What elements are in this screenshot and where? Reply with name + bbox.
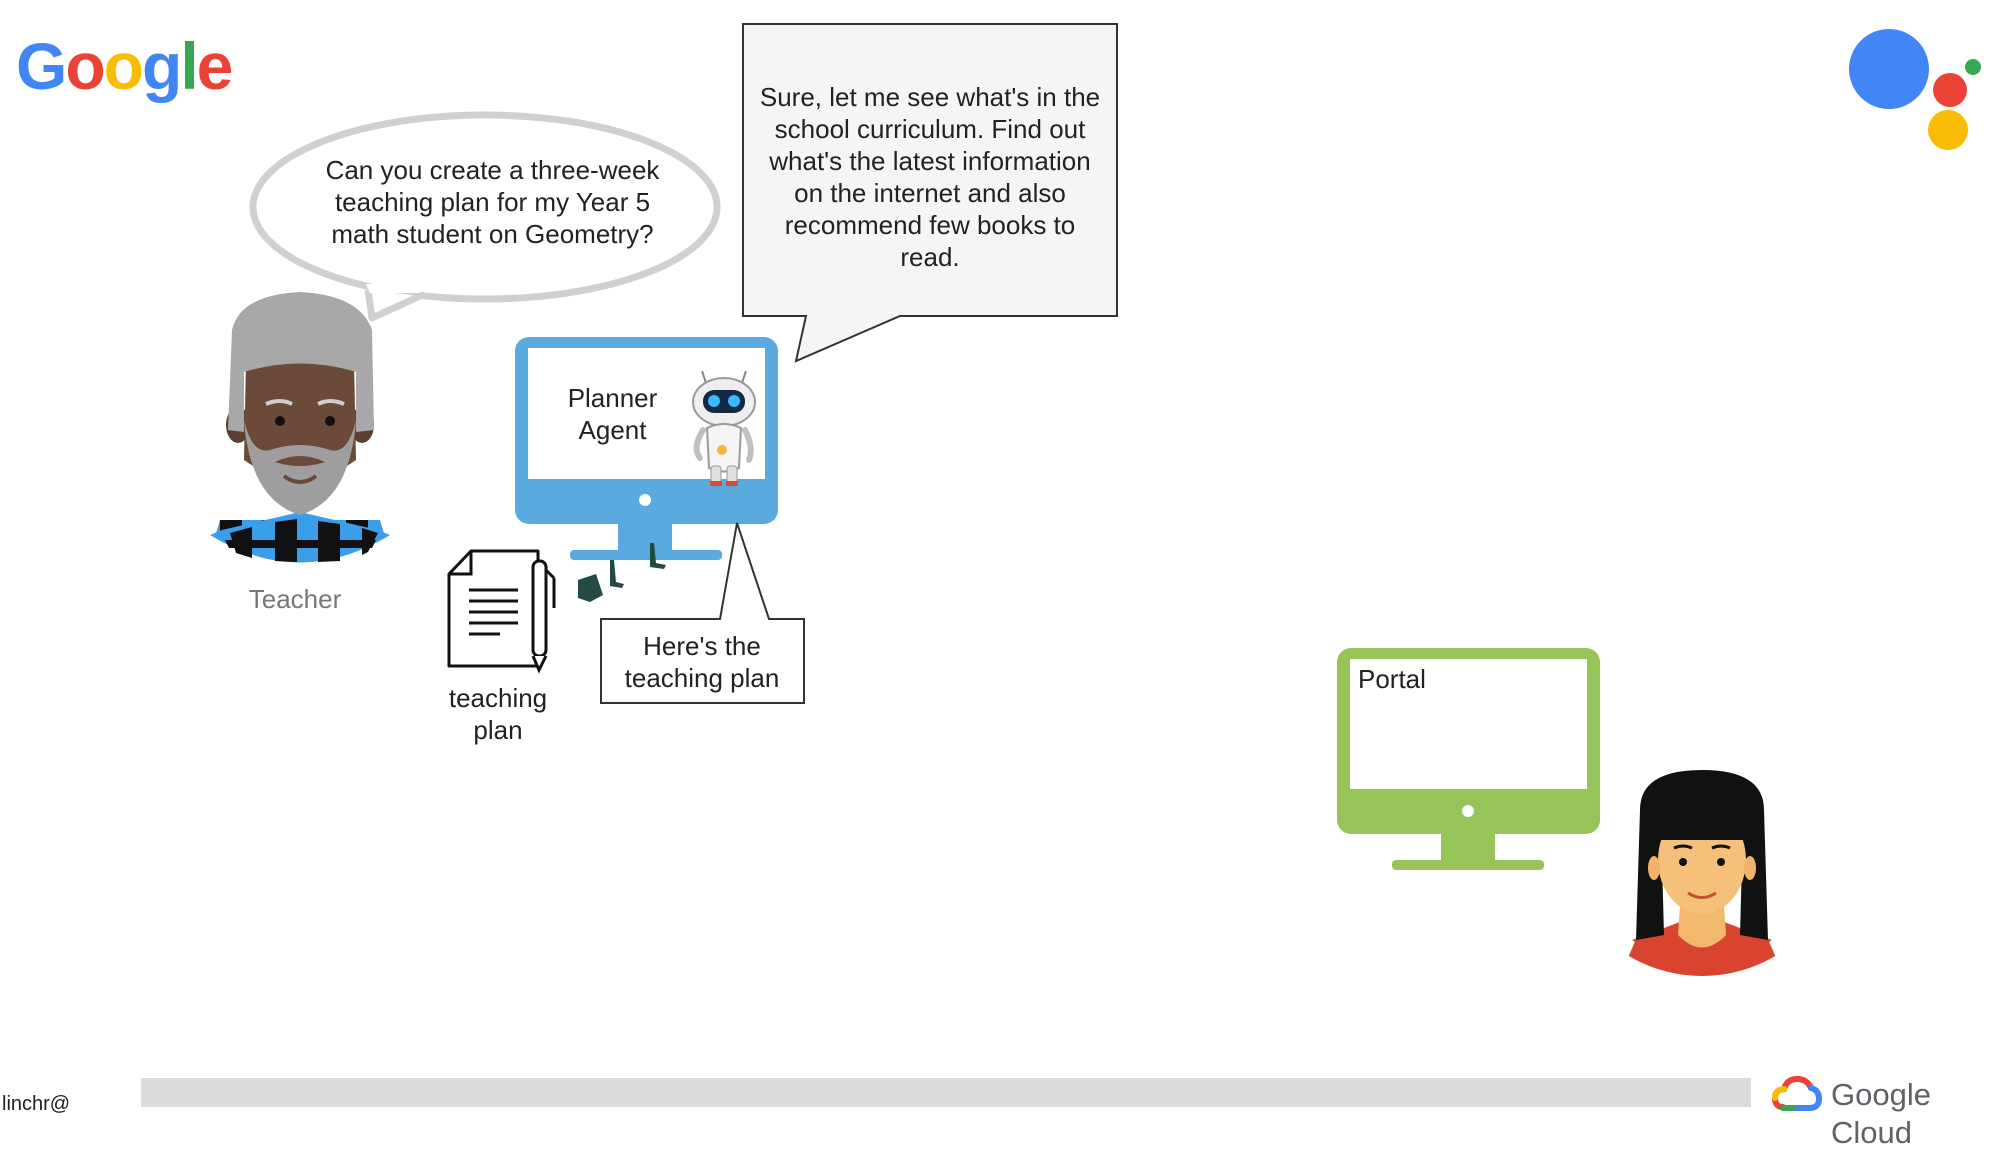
diagram-canvas: [141, 23, 1981, 1111]
agent-reply-text: Sure, let me see what's in the school cu…: [759, 82, 1101, 272]
agent-reply-box: [742, 23, 1118, 363]
logo-letter: o: [103, 29, 144, 103]
logo-letter: e: [196, 29, 234, 103]
teacher-speech-text: Can you create a three-week teaching pla…: [325, 155, 660, 249]
document-pen-icon: [447, 549, 556, 674]
footer-bar: [141, 1078, 1751, 1107]
google-logo: Google: [16, 28, 234, 104]
teaching-plan-callout: [600, 522, 805, 704]
planner-agent-label: Planner Agent: [567, 383, 658, 445]
footsteps-icon: [578, 543, 666, 602]
robot-icon: [692, 370, 756, 486]
student-avatar: [1614, 770, 1790, 976]
teacher-label: Teacher: [248, 584, 342, 614]
teaching-plan-callout-text: Here's the teaching plan: [624, 631, 780, 693]
teacher-speech-bubble: [249, 111, 721, 322]
teacher-avatar: [208, 292, 392, 563]
teaching-plan-label: teaching plan: [448, 683, 548, 745]
portal-label: Portal: [1358, 664, 1426, 694]
google-cloud-icon: [1771, 1075, 1822, 1111]
assistant-logo-icon: [1849, 29, 1981, 150]
logo-letter: l: [180, 29, 198, 103]
google-cloud-wordmark: Google Cloud: [1831, 1077, 1931, 1151]
portal-monitor: [1337, 648, 1600, 870]
logo-letter: o: [65, 29, 105, 103]
footer-user-text: linchr@: [2, 1093, 71, 1115]
logo-letter: g: [142, 29, 182, 103]
logo-letter: G: [16, 29, 67, 103]
